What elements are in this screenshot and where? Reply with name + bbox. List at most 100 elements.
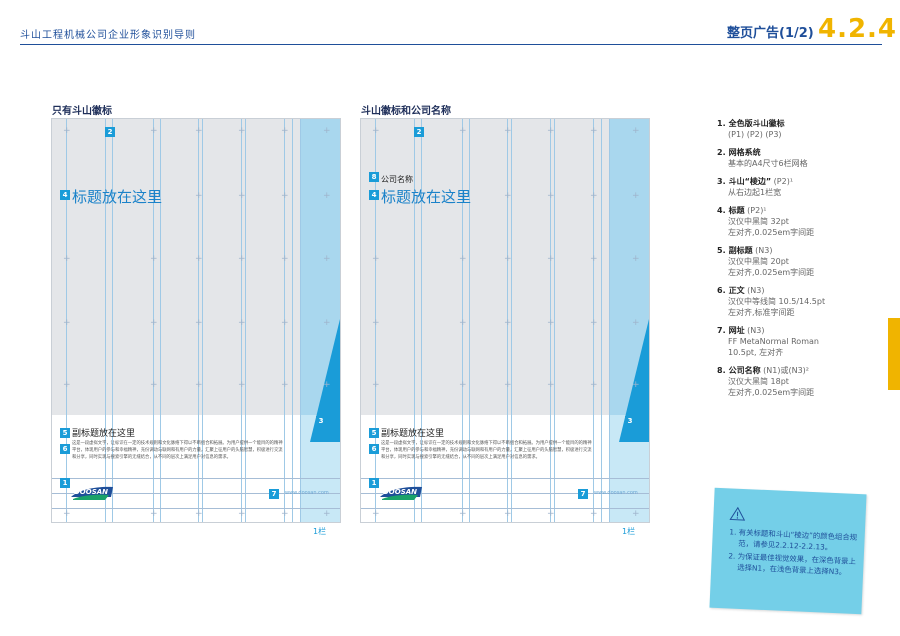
grid-cross-mark: + bbox=[459, 380, 467, 390]
grid-cross-mark: + bbox=[323, 380, 331, 390]
grid-cross-mark: + bbox=[63, 509, 71, 519]
doosan-logo: DOOSAN bbox=[380, 486, 422, 500]
spec-note-ref: (N1)或(N3)² bbox=[760, 366, 809, 375]
grid-cross-mark: + bbox=[63, 380, 71, 390]
grid-cross-mark: + bbox=[459, 509, 467, 519]
subheadline: 副标题放在这里 bbox=[381, 429, 445, 439]
spec-note-num: 6. bbox=[717, 286, 726, 295]
spec-note-detail: 从右边起1栏宽 bbox=[728, 188, 782, 197]
body-text: 这是一段虚拟文字，让标识在一定的技术规则和文化脉络下得以不断组合和拓展。为用户提… bbox=[72, 441, 283, 460]
section-title: 整页广告(1/2) bbox=[727, 26, 814, 41]
section-side-tab bbox=[888, 318, 900, 390]
spec-note-detail: 汉仪大黑简 18pt bbox=[728, 377, 789, 386]
company-name: 公司名称 bbox=[381, 175, 413, 184]
spec-note: 3.斗山“棱边” (P2)¹ 从右边起1栏宽 bbox=[717, 176, 887, 198]
spec-note-label: 斗山“棱边” bbox=[728, 177, 772, 186]
doosan-edge-shape bbox=[310, 319, 340, 442]
spec-note-label: 网格系统 bbox=[728, 148, 761, 157]
header-divider bbox=[20, 44, 882, 45]
grid-cross-mark: + bbox=[504, 191, 512, 201]
grid-cross-mark: + bbox=[150, 509, 158, 519]
grid-cross-mark: + bbox=[238, 126, 246, 136]
grid-column-line bbox=[66, 119, 67, 522]
grid-cross-mark: + bbox=[63, 126, 71, 136]
grid-column-line bbox=[462, 119, 463, 522]
grid-cross-mark: + bbox=[150, 191, 158, 201]
grid-cross-mark: + bbox=[281, 380, 289, 390]
grid-column-line bbox=[300, 119, 301, 522]
grid-cross-mark: + bbox=[504, 318, 512, 328]
spec-note-num: 1. bbox=[717, 119, 726, 128]
marker-1: 1 bbox=[60, 478, 70, 488]
grid-cross-mark: + bbox=[632, 191, 640, 201]
grid-row-line bbox=[52, 493, 340, 494]
spec-note-label: 副标题 bbox=[728, 246, 753, 255]
grid-column-line bbox=[550, 119, 551, 522]
grid-cross-mark: + bbox=[150, 380, 158, 390]
layout-1-caption: 只有斗山徽标 bbox=[52, 106, 112, 117]
grid-cross-mark: + bbox=[63, 318, 71, 328]
grid-cross-mark: + bbox=[459, 318, 467, 328]
grid-cross-mark: + bbox=[238, 254, 246, 264]
grid-row-line bbox=[52, 508, 340, 509]
grid-cross-mark: + bbox=[195, 318, 203, 328]
grid-cross-mark: + bbox=[590, 254, 598, 264]
grid-column-line bbox=[554, 119, 555, 522]
grid-cross-mark: + bbox=[547, 191, 555, 201]
marker-7: 7 bbox=[578, 489, 588, 499]
grid-cross-mark: + bbox=[238, 318, 246, 328]
spec-note-detail: (P1) (P2) (P3) bbox=[728, 130, 782, 139]
spec-note-heading: 2.网格系统 bbox=[717, 147, 887, 158]
spec-note-ref: (P2)¹ bbox=[744, 206, 767, 215]
grid-cross-mark: + bbox=[632, 126, 640, 136]
spec-note-detail: 左对齐,0.025em字间距 bbox=[728, 388, 815, 397]
grid-cross-mark: + bbox=[195, 509, 203, 519]
grid-cross-mark: + bbox=[150, 126, 158, 136]
spec-note-label: 网址 bbox=[728, 326, 745, 335]
spec-note-num: 3. bbox=[717, 177, 726, 186]
spec-note-detail: 左对齐,标准字间距 bbox=[728, 308, 795, 317]
marker-6: 6 bbox=[369, 444, 379, 454]
grid-cross-mark: + bbox=[323, 318, 331, 328]
spec-note-label: 全色版斗山徽标 bbox=[728, 119, 785, 128]
grid-column-line bbox=[160, 119, 161, 522]
grid-cross-mark: + bbox=[632, 380, 640, 390]
grid-column-line bbox=[292, 119, 293, 522]
grid-cross-mark: + bbox=[504, 126, 512, 136]
website-url: www.doosan.com bbox=[285, 490, 329, 496]
spec-note-num: 2. bbox=[717, 148, 726, 157]
grid-cross-mark: + bbox=[323, 509, 331, 519]
grid-cross-mark: + bbox=[590, 509, 598, 519]
spec-note-ref: (N3) bbox=[744, 326, 765, 335]
marker-4: 4 bbox=[369, 190, 379, 200]
grid-column-line bbox=[421, 119, 422, 522]
spec-note-detail: 10.5pt, 左对齐 bbox=[728, 348, 784, 357]
headline: 标题放在这里 bbox=[72, 188, 163, 206]
spec-note-ref: (P2)¹ bbox=[771, 177, 794, 186]
spec-note-heading: 1.全色版斗山徽标 bbox=[717, 118, 887, 129]
grid-row-line bbox=[52, 478, 340, 479]
subheadline: 副标题放在这里 bbox=[72, 429, 136, 439]
spec-note-label: 标题 bbox=[728, 206, 745, 215]
grid-cross-mark: + bbox=[281, 191, 289, 201]
grid-row-line bbox=[361, 493, 649, 494]
grid-column-line bbox=[241, 119, 242, 522]
sticky-note-list: 有关标题和斗山“棱边”的颜色组合规范，请参见2.2.12-2.2.13。 为保证… bbox=[725, 526, 863, 580]
grid-cross-mark: + bbox=[195, 191, 203, 201]
spec-note-detail: 汉仪中等线简 10.5/14.5pt bbox=[728, 297, 826, 306]
spec-note-ref: (N3) bbox=[752, 246, 773, 255]
grid-cross-mark: + bbox=[195, 126, 203, 136]
grid-cross-mark: + bbox=[547, 126, 555, 136]
image-area bbox=[361, 119, 609, 415]
spec-note: 1.全色版斗山徽标(P1) (P2) (P3) bbox=[717, 118, 887, 140]
grid-column-line bbox=[112, 119, 113, 522]
spec-note-num: 8. bbox=[717, 366, 726, 375]
spec-note-num: 5. bbox=[717, 246, 726, 255]
spec-note-heading: 4.标题 (P2)¹ bbox=[717, 205, 887, 216]
spec-notes-list: 1.全色版斗山徽标(P1) (P2) (P3)2.网格系统基本的A4尺寸6栏网格… bbox=[717, 118, 887, 405]
grid-column-line bbox=[609, 119, 610, 522]
grid-cross-mark: + bbox=[281, 318, 289, 328]
